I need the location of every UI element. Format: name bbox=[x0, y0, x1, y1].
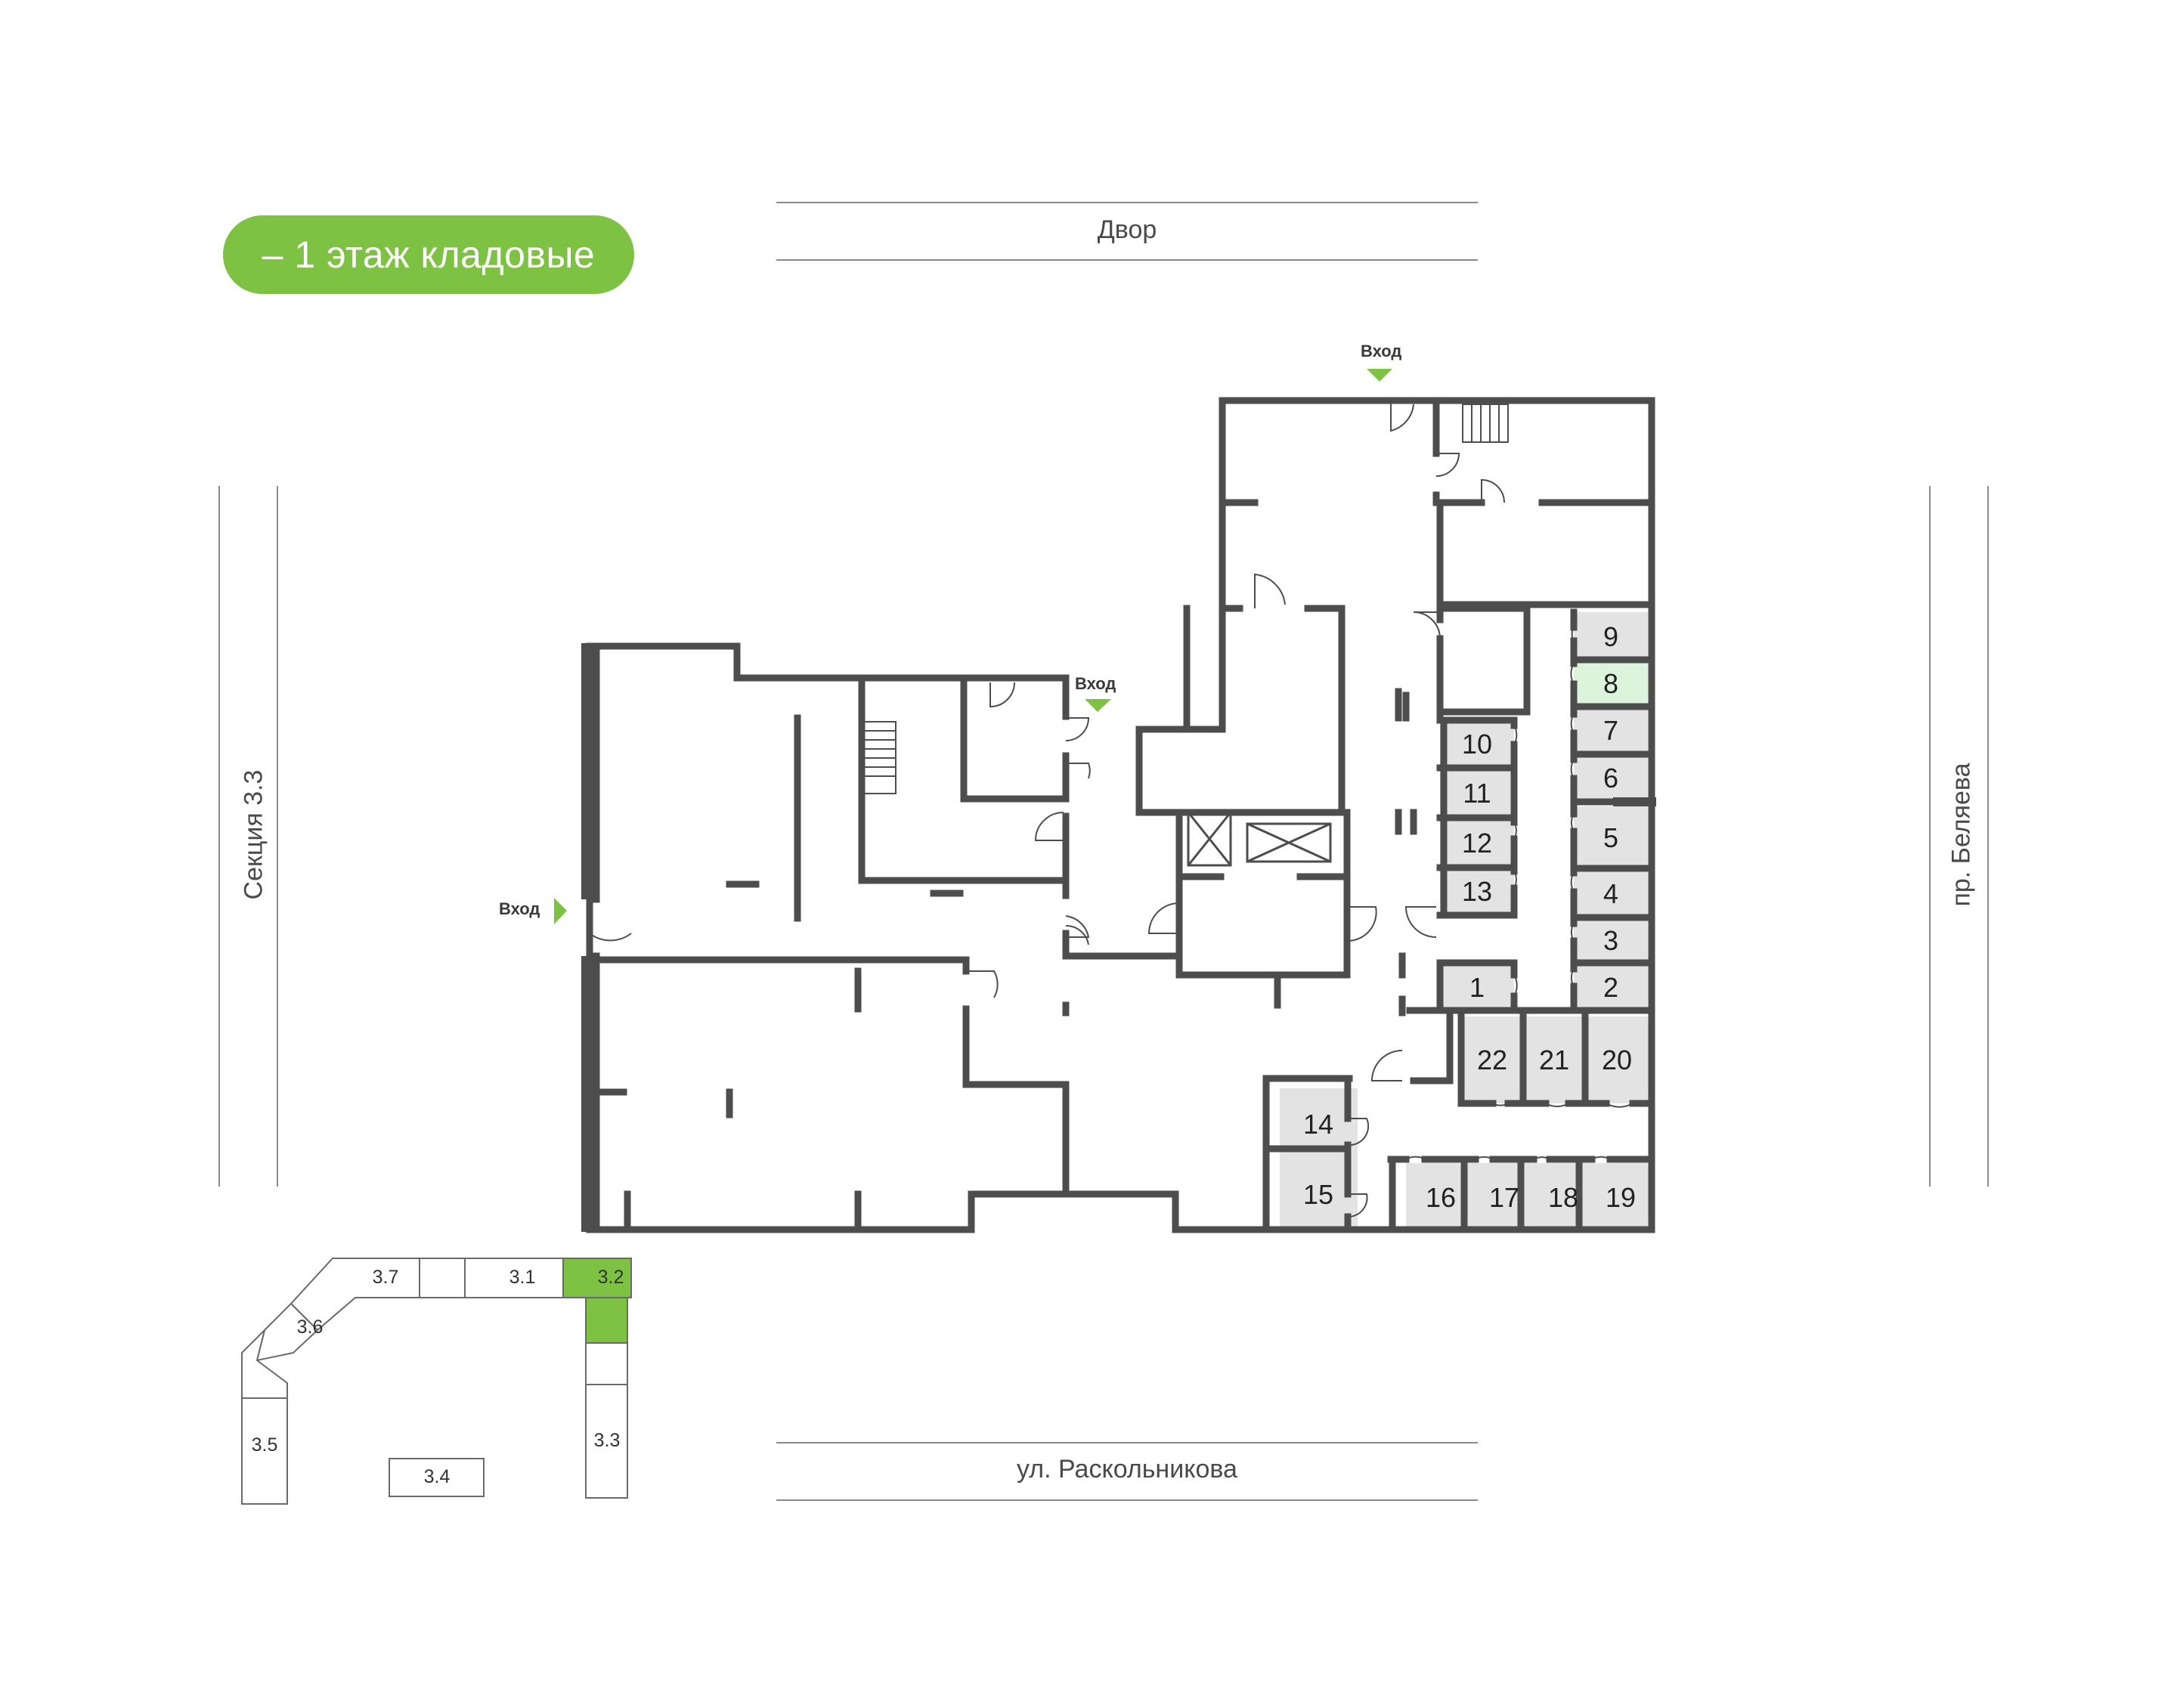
entrance-label-center: Вход bbox=[1075, 674, 1116, 693]
door-swings bbox=[589, 401, 1634, 1218]
storage-unit-5[interactable]: 5 bbox=[1603, 822, 1618, 853]
storage-unit-10[interactable]: 10 bbox=[1462, 729, 1492, 760]
floor-badge: – 1 этаж кладовые bbox=[223, 215, 634, 294]
key-plan-section-3.1[interactable]: 3.1 bbox=[509, 1267, 536, 1288]
storage-unit-4[interactable]: 4 bbox=[1603, 878, 1618, 909]
storage-unit-16[interactable]: 16 bbox=[1426, 1182, 1456, 1213]
key-plan-section-3.4[interactable]: 3.4 bbox=[424, 1466, 451, 1487]
storage-unit-11[interactable]: 11 bbox=[1463, 778, 1491, 809]
storage-unit-1[interactable]: 1 bbox=[1469, 972, 1485, 1003]
storage-unit-13[interactable]: 13 bbox=[1462, 876, 1492, 907]
storage-unit-17[interactable]: 17 bbox=[1489, 1182, 1519, 1213]
street-label-top: Двор bbox=[1097, 215, 1157, 244]
key-plan-section-3.2[interactable]: 3.2 bbox=[598, 1267, 624, 1288]
storage-unit-7[interactable]: 7 bbox=[1603, 715, 1618, 746]
storage-unit-18[interactable]: 18 bbox=[1548, 1182, 1578, 1213]
storage-unit-12[interactable]: 12 bbox=[1462, 828, 1492, 859]
storage-unit-9[interactable]: 9 bbox=[1603, 621, 1618, 652]
storage-unit-22[interactable]: 22 bbox=[1477, 1044, 1507, 1075]
street-label-right: пр. Беляева bbox=[1946, 763, 1976, 907]
storage-unit-3[interactable]: 3 bbox=[1603, 925, 1618, 956]
storage-unit-8[interactable]: 8 bbox=[1603, 668, 1618, 699]
entrance-markers bbox=[554, 369, 1392, 924]
storage-unit-20[interactable]: 20 bbox=[1602, 1044, 1632, 1075]
entrance-label-west: Вход bbox=[499, 899, 540, 918]
key-plan-labels: 3.1 3.2 3.3 3.4 3.5 3.6 3.7 bbox=[252, 1267, 624, 1487]
street-label-bottom: ул. Раскольникова bbox=[1017, 1455, 1237, 1484]
storage-unit-2[interactable]: 2 bbox=[1603, 972, 1618, 1003]
storage-unit-14[interactable]: 14 bbox=[1303, 1109, 1333, 1140]
storage-fills bbox=[1280, 612, 1649, 1230]
walls bbox=[586, 397, 1656, 1233]
street-label-left: Секция 3.3 bbox=[239, 769, 268, 900]
key-plan-section-3.6[interactable]: 3.6 bbox=[297, 1317, 324, 1338]
storage-unit-15[interactable]: 15 bbox=[1303, 1179, 1333, 1210]
storage-unit-6[interactable]: 6 bbox=[1603, 763, 1618, 794]
entrance-label-top: Вход bbox=[1361, 342, 1402, 360]
key-plan bbox=[241, 1258, 632, 1505]
storage-unit-19[interactable]: 19 bbox=[1606, 1182, 1636, 1213]
storage-unit-21[interactable]: 21 bbox=[1539, 1044, 1569, 1075]
elevators bbox=[1187, 811, 1332, 867]
street-lines bbox=[218, 202, 1989, 1501]
key-plan-section-3.5[interactable]: 3.5 bbox=[252, 1434, 278, 1456]
stairs bbox=[861, 404, 1509, 794]
key-plan-section-3.3[interactable]: 3.3 bbox=[594, 1430, 621, 1451]
key-plan-section-3.7[interactable]: 3.7 bbox=[373, 1267, 399, 1288]
